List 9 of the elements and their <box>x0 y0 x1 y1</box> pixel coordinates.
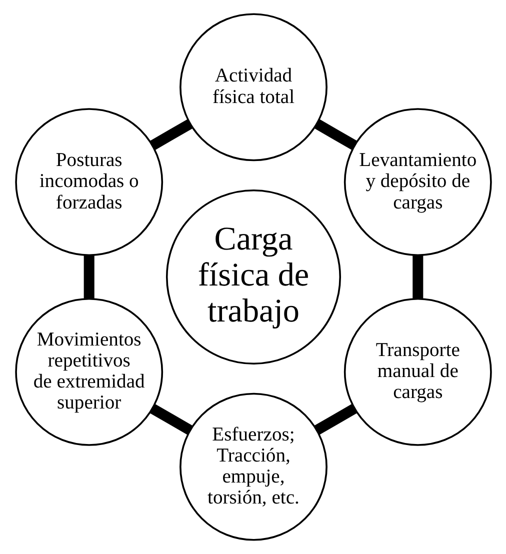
node-circle: Posturas incomodas o forzadas <box>14 108 163 256</box>
node-circle: Movimientos repetitivos de extremidad superior <box>14 298 163 446</box>
node-circle: Levantamiento y depósito de cargas <box>343 108 492 256</box>
node-circle: Transporte manual de cargas <box>343 298 492 446</box>
connector <box>412 255 423 299</box>
node-circle: Carga física de trabajo <box>165 189 341 365</box>
node-circle: Esfuerzos; Tracción, empuje, torsión, etc. <box>179 392 327 541</box>
node-circle: Actividad física total <box>179 13 327 162</box>
connector <box>83 255 94 299</box>
